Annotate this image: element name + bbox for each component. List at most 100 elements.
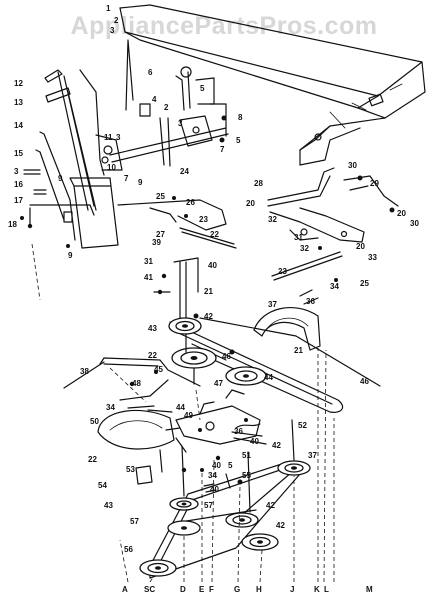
callout-label: 37 [268,300,277,309]
callout-label: 7 [220,145,225,154]
leader-lines [31,243,335,583]
callout-label: 27 [156,230,165,239]
callout-label: 23 [278,267,287,276]
callout-label: 44 [176,403,185,412]
callout-label: 40 [250,437,259,446]
callout-label: 40 [210,485,219,494]
reference-letter: A [122,585,128,594]
clutch-rod [63,357,201,413]
callout-label: 28 [254,179,263,188]
callout-label: 46 [360,377,369,386]
callout-label: 3 [178,119,183,128]
callout-label: 52 [298,421,307,430]
callout-label: 3 [14,167,19,176]
linkage-shaft [109,66,237,249]
callout-label: 45 [154,365,163,374]
callout-labels: 1 2 3 12 13 14 15 3 16 17 18 9 11 3 10 9… [8,4,419,554]
callout-label: 17 [14,196,23,205]
callout-label: 42 [204,312,213,321]
callout-label: 16 [14,180,23,189]
callout-label: 12 [14,79,23,88]
lever-assembly [20,69,123,249]
callout-label: 9 [58,174,63,183]
callout-label: 31 [144,257,153,266]
callout-label: 5 [200,84,205,93]
callout-label: 32 [268,215,277,224]
upper-belt-system [168,317,381,413]
callout-label: 41 [144,273,153,282]
callout-label: 44 [264,373,273,382]
callout-label: 43 [104,501,113,510]
callout-label: 40 [208,261,217,270]
callout-label: 3 [116,133,121,142]
reference-letter: E [199,585,205,594]
center-linkage [153,257,199,331]
reference-letter: J [290,585,294,594]
callout-label: 9 [138,178,143,187]
callout-label: 31 [294,233,303,242]
callout-label: 5 [236,136,241,145]
callout-label: 7 [124,174,129,183]
callout-label: 14 [14,121,23,130]
callout-label: 47 [214,379,223,388]
callout-label: 26 [186,198,195,207]
callout-label: 13 [14,98,23,107]
callout-label: 32 [300,244,309,253]
callout-label: 54 [98,481,107,490]
callout-label: 21 [294,346,303,355]
callout-label: 33 [368,253,377,262]
callout-label: 51 [242,451,251,460]
callout-label: 42 [272,441,281,450]
callout-label: 56 [124,545,133,554]
callout-label: 34 [208,471,217,480]
callout-label: 20 [356,242,365,251]
callout-label: 36 [234,427,243,436]
reference-letter: SC [144,585,155,594]
reference-letter: F [209,585,214,594]
callout-label: 48 [132,379,141,388]
callout-label: 53 [126,465,135,474]
callout-label: 57 [204,501,213,510]
callout-label: 15 [14,149,23,158]
belt-cover-left [97,409,175,450]
reference-letter: H [256,585,262,594]
callout-label: 2 [164,103,169,112]
callout-label: 30 [410,219,419,228]
reference-letters: A SC D E F G H J K L M [122,585,373,594]
callout-label: 29 [370,179,379,188]
belt-cover-right [253,307,321,351]
callout-label: 37 [308,451,317,460]
callout-label: 21 [204,287,213,296]
callout-label: 42 [276,521,285,530]
callout-label: 24 [180,167,189,176]
callout-label: 50 [90,417,99,426]
callout-label: 39 [152,238,161,247]
callout-label: 22 [210,230,219,239]
callout-label: 49 [184,411,193,420]
reference-letter: G [234,585,240,594]
callout-label: 6 [148,68,153,77]
callout-label: 25 [360,279,369,288]
callout-label: 43 [148,324,157,333]
callout-label: 36 [306,297,315,306]
deck-belt-system [135,419,311,579]
callout-label: 10 [107,163,116,172]
callout-label: 25 [156,192,165,201]
callout-label: 57 [130,517,139,526]
reference-letter: D [180,585,186,594]
callout-label: 23 [199,215,208,224]
frame-assembly [119,4,426,166]
callout-label: 11 [104,133,113,142]
callout-label: 22 [88,455,97,464]
callout-label: 38 [80,367,89,376]
callout-label: 20 [397,209,406,218]
reference-letter: L [324,585,329,594]
callout-label: 30 [348,161,357,170]
callout-label: 20 [246,199,255,208]
callout-label: 3 [110,26,115,35]
callout-label: 2 [114,16,119,25]
right-bracket [267,167,399,305]
callout-label: 8 [238,113,243,122]
